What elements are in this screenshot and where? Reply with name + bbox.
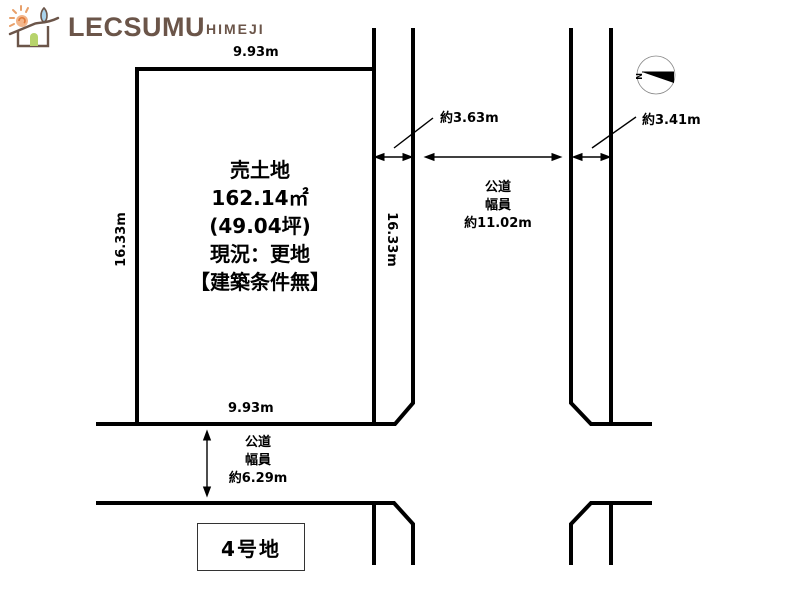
- lot-area-tsubo: (49.04坪): [209, 214, 311, 238]
- road-south-label: 公道 幅員 約6.29m: [228, 435, 288, 486]
- brand-location: HIMEJI: [206, 21, 265, 37]
- north-arrow-icon: N: [634, 55, 676, 95]
- svg-text:N: N: [634, 73, 643, 80]
- brand-name: LECSUMU: [68, 12, 205, 42]
- lot-area-sqm: 162.14㎡: [211, 186, 309, 210]
- lot-info: 売土地 162.14㎡ (49.04坪) 現況：更地 【建築条件無】: [160, 156, 360, 296]
- lot-boundary: [135, 67, 374, 425]
- lot-title: 売土地: [230, 158, 290, 182]
- lot-top-width: 9.93m: [233, 45, 279, 60]
- road-east-label: 公道 幅員 約11.02m: [464, 180, 532, 231]
- sidewalk-right: [569, 28, 652, 565]
- setback-left-label: 約3.63m: [440, 111, 499, 126]
- lot-number-badge: 4号地: [197, 523, 305, 571]
- lot-bottom-width: 9.93m: [228, 401, 274, 416]
- brand-logo: LECSUMU HIMEJI: [6, 4, 306, 48]
- lot-right-depth: 16.33m: [383, 212, 399, 267]
- sidewalk-left: [96, 28, 415, 565]
- house-sun-icon: [8, 5, 60, 48]
- lot-left-depth: 16.33m: [113, 212, 129, 267]
- lot-condition: 【建築条件無】: [190, 270, 330, 294]
- lot-status: 現況：更地: [210, 242, 310, 266]
- setback-right-label: 約3.41m: [642, 113, 701, 128]
